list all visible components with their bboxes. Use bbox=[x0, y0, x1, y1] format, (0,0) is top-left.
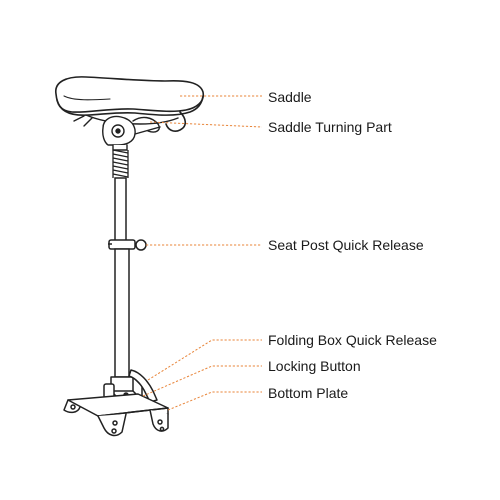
label-locking-button: Locking Button bbox=[268, 358, 361, 374]
bottom-plate-drawing bbox=[63, 393, 169, 437]
leader-line-saddle-turning-part bbox=[149, 121, 263, 128]
saddle-drawing bbox=[55, 76, 205, 132]
label-seat-post-quick-release: Seat Post Quick Release bbox=[268, 237, 424, 253]
upper-post-drawing bbox=[114, 177, 127, 243]
leader-line-bottom-plate bbox=[167, 391, 262, 411]
label-saddle: Saddle bbox=[268, 89, 312, 105]
lower-post-drawing bbox=[114, 248, 130, 378]
leader-lines bbox=[142, 95, 263, 411]
spring-drawing bbox=[112, 149, 129, 178]
leader-line-locking-button bbox=[142, 365, 262, 397]
label-bottom-plate: Bottom Plate bbox=[268, 385, 349, 401]
leader-line-folding-box-quick-release bbox=[147, 339, 262, 381]
saddle-clamp-drawing bbox=[73, 114, 179, 151]
label-folding-box-quick-release: Folding Box Quick Release bbox=[268, 332, 437, 348]
label-saddle-turning-part: Saddle Turning Part bbox=[268, 119, 392, 135]
